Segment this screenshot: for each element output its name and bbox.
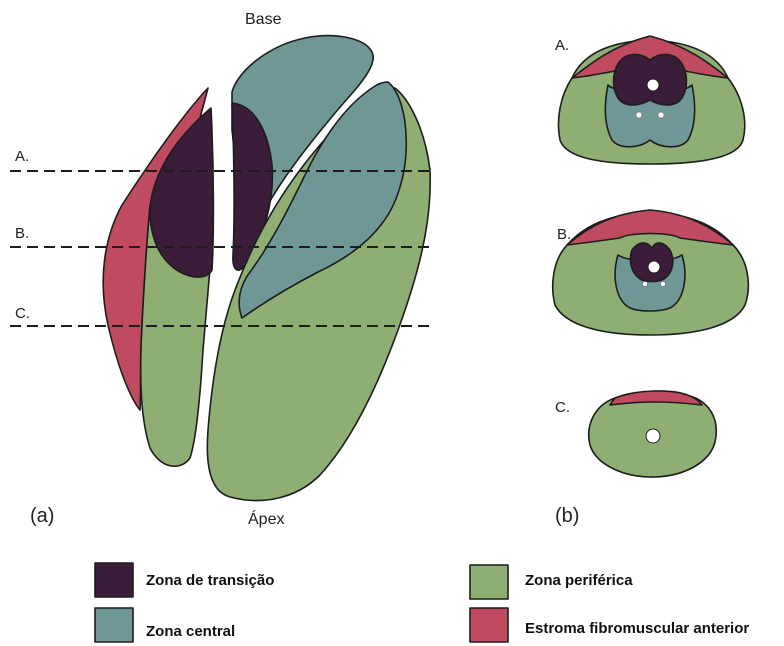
cut-line-c-label: C. [15,305,30,322]
section-b-label: B. [557,226,571,243]
panel-b-label: (b) [555,505,579,527]
cut-line-a-label: A. [15,148,29,165]
legend-label-central-zone: Zona central [146,623,235,640]
section-b-ejaculatory-duct-left [643,282,648,287]
panel-a-label: (a) [30,505,54,527]
legend: Zona de transição Zona central Zona peri… [95,563,749,642]
legend-label-peripheral-zone: Zona periférica [525,572,633,589]
section-a-label: A. [555,37,569,54]
section-a-urethra [647,79,659,91]
legend-swatch-central-zone [95,608,133,642]
section-c-label: C. [555,399,570,416]
cross-section-c: C. [555,391,716,477]
cut-line-b-label: B. [15,225,29,242]
legend-swatch-peripheral-zone [470,565,508,599]
legend-label-transition-zone: Zona de transição [146,572,274,589]
section-a-ejaculatory-duct-right [658,112,664,118]
legend-label-anterior-stroma: Estroma fibromuscular anterior [525,620,749,637]
section-c-urethra [646,429,660,443]
section-b-urethra [648,261,660,273]
sagittal-view: A. B. C. Base Ápex (a) [10,11,432,528]
section-a-ejaculatory-duct-left [636,112,642,118]
legend-swatch-transition-zone [95,563,133,597]
legend-swatch-anterior-stroma [470,608,508,642]
section-b-ejaculatory-duct-right [661,282,666,287]
apex-label: Ápex [248,509,284,528]
axial-sections: A. B. C. (b) [553,36,749,527]
cross-section-b: B. [553,210,749,335]
base-label: Base [245,11,282,28]
cross-section-a: A. [555,36,745,164]
